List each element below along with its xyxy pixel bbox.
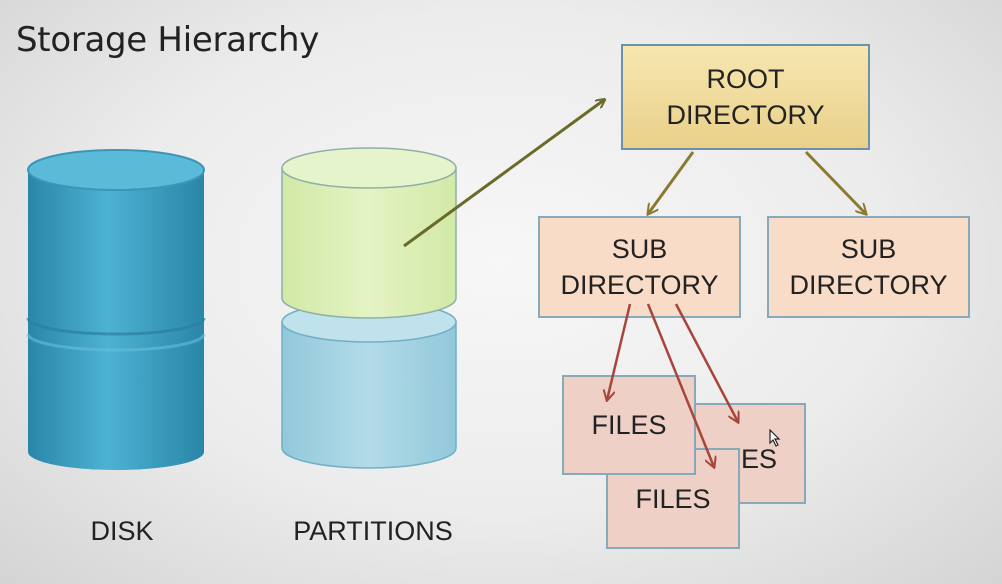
partition-to-root-arrow	[403, 100, 604, 248]
files-box-middle-label: FILES	[635, 483, 711, 514]
sub-directory-left-line2: DIRECTORY	[560, 270, 719, 300]
sub-directory-left-line1: SUB	[611, 234, 668, 264]
partition-top-cylinder	[281, 147, 457, 319]
disk-label: DISK	[90, 516, 154, 546]
mouse-cursor-icon	[769, 429, 781, 447]
root-to-sub-right-arrow	[804, 150, 866, 214]
sub-directory-right-box: SUB DIRECTORY	[767, 216, 970, 318]
root-directory-box: ROOT DIRECTORY	[621, 44, 870, 150]
files-box-back-label: ES	[741, 444, 778, 474]
sub-directory-right-line2: DIRECTORY	[789, 270, 948, 300]
root-directory-line1: ROOT	[706, 64, 785, 94]
files-box-front: FILES	[562, 375, 696, 475]
files-box-front-label: FILES	[591, 410, 667, 440]
partition-bottom-cylinder	[281, 301, 457, 469]
sub-directory-right-line1: SUB	[840, 234, 897, 264]
root-to-sub-left-arrow	[648, 151, 695, 214]
disk-cylinder	[26, 149, 206, 470]
slide-title: Storage Hierarchy	[16, 20, 320, 60]
partitions-label: PARTITIONS	[293, 516, 453, 546]
root-directory-line2: DIRECTORY	[666, 100, 825, 130]
sub-directory-left-box: SUB DIRECTORY	[538, 216, 741, 318]
